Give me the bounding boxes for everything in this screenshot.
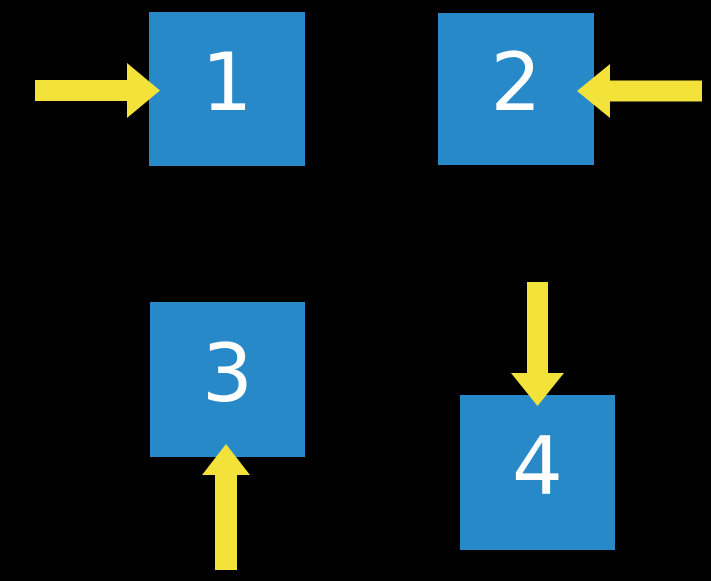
arrow-left-icon bbox=[577, 64, 702, 118]
arrow-up-icon bbox=[202, 444, 250, 570]
arrow-right-icon bbox=[35, 63, 160, 118]
square-label-3: 3 bbox=[202, 326, 253, 420]
square-1: 1 bbox=[149, 12, 305, 166]
arrow-down-icon bbox=[511, 282, 564, 406]
square-label-4: 4 bbox=[512, 419, 563, 513]
square-label-2: 2 bbox=[490, 36, 542, 129]
square-3: 3 bbox=[150, 302, 305, 457]
square-4: 4 bbox=[460, 395, 615, 550]
square-label-1: 1 bbox=[201, 36, 253, 129]
square-2: 2 bbox=[438, 13, 594, 165]
